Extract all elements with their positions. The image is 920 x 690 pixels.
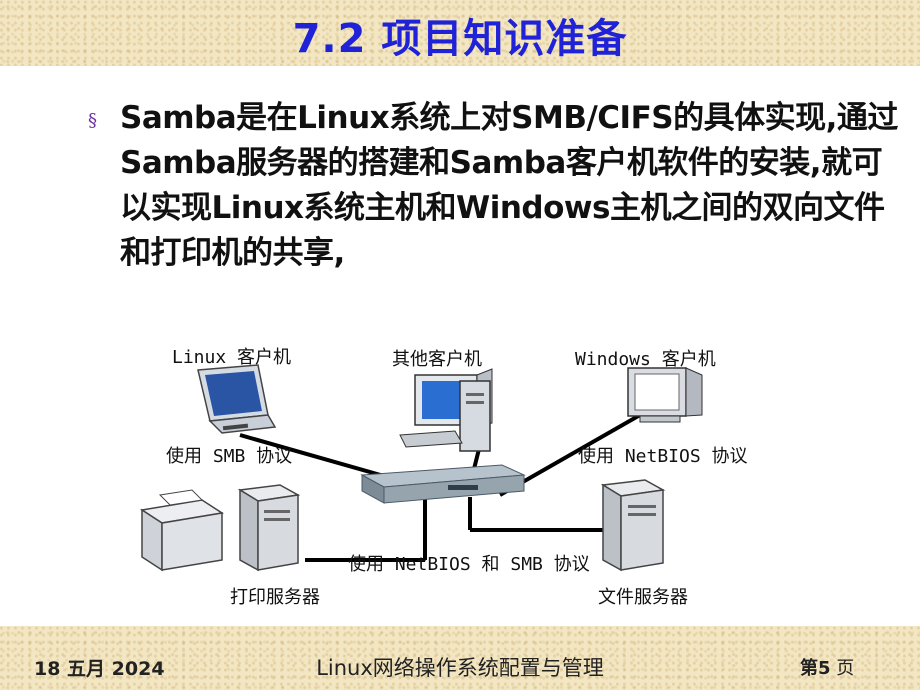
printer-icon: [139, 489, 225, 572]
label-windows-client: Windows 客户机: [575, 349, 716, 370]
page-suffix: 页: [830, 658, 855, 679]
linux-laptop-icon: [197, 364, 277, 434]
page-number: 5: [818, 658, 831, 679]
footer-date: 18 五月 2024: [34, 658, 165, 680]
footer-course-title: Linux网络操作系统配置与管理: [316, 656, 604, 680]
label-use-netbios: 使用 NetBIOS 协议: [578, 446, 748, 467]
label-other-client: 其他客户机: [392, 349, 482, 370]
file-server-tower-icon: [600, 479, 666, 572]
network-diagram: Linux 客户机 其他客户机 Windows 客户机 使用 SMB 协议 使用…: [130, 335, 790, 625]
print-server-tower-icon: [237, 484, 301, 572]
section-bullet-icon: §: [88, 110, 97, 131]
footer-band: 18 五月 2024 Linux网络操作系统配置与管理 第5 页: [0, 626, 920, 690]
windows-crt-monitor-icon: [627, 367, 703, 423]
page-prefix: 第: [800, 658, 818, 679]
bullet-text: Samba是在Linux系统上对SMB/CIFS的具体实现,通过Samba服务器…: [120, 100, 898, 271]
network-switch-icon: [360, 464, 526, 504]
network-diagram-svg: [139, 364, 703, 572]
desktop-computer-icon: [399, 368, 493, 452]
label-linux-client: Linux 客户机: [172, 347, 292, 368]
label-print-server: 打印服务器: [230, 587, 320, 608]
slide-title: 7.2 项目知识准备: [292, 16, 628, 62]
footer-page-number: 第5 页: [800, 654, 854, 680]
label-use-netbios-smb: 使用 NetBIOS 和 SMB 协议: [348, 554, 590, 575]
label-use-smb: 使用 SMB 协议: [166, 446, 293, 467]
title-band: 7.2 项目知识准备: [0, 0, 920, 66]
label-file-server: 文件服务器: [598, 587, 688, 608]
